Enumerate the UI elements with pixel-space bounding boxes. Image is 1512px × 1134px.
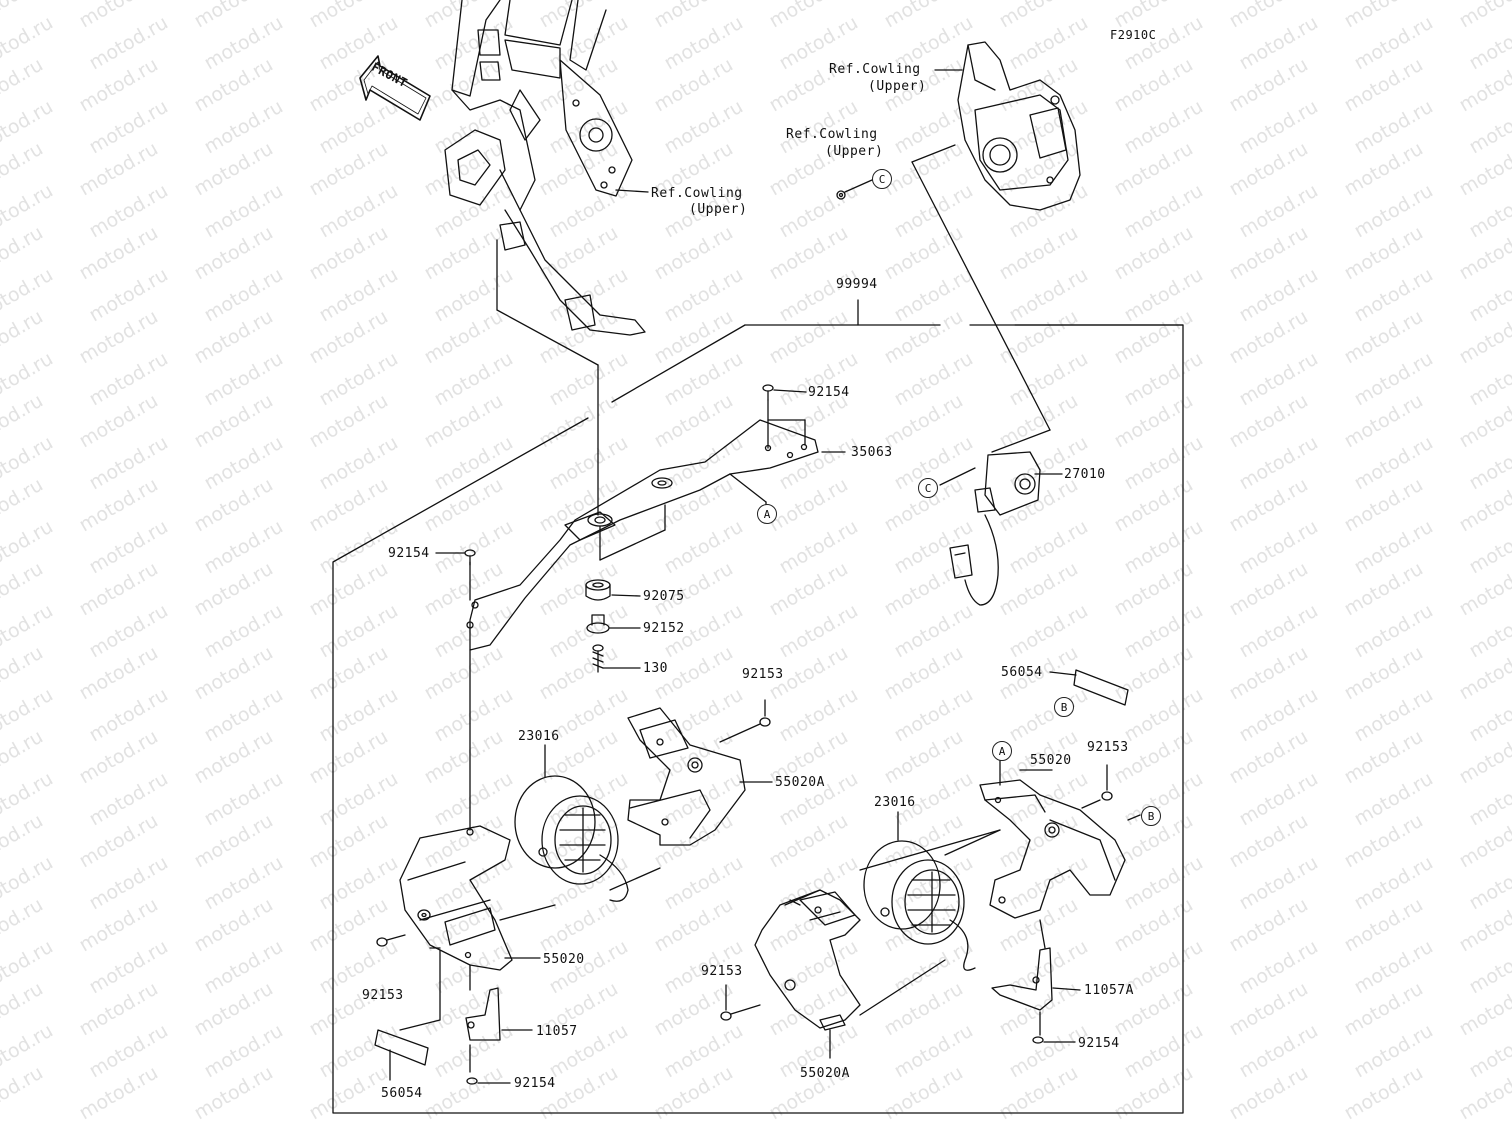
screw-92153-right: [1081, 764, 1113, 809]
left-housing-55020: [399, 825, 556, 991]
front-arrow: [359, 55, 431, 121]
bracket-stay: [466, 399, 846, 831]
part-99994: 99994: [836, 277, 878, 292]
part-92154-right: 92154: [1078, 1036, 1120, 1051]
part-55020A-left: 55020A: [775, 775, 825, 790]
part-92152: 92152: [643, 621, 685, 636]
stay-11057A: [991, 919, 1081, 1036]
part-23016-left: 23016: [518, 729, 560, 744]
screw-92153-lower: [720, 984, 761, 1021]
part-55020-right: 55020: [1030, 753, 1072, 768]
ref-cowling-1: Ref.Cowling: [651, 186, 743, 201]
right-bracket-55020: [979, 759, 1141, 919]
cowling-bolt: [836, 179, 873, 200]
part-56054-left: 56054: [381, 1086, 423, 1101]
screw-92154-right: [1032, 1036, 1076, 1044]
kit-frame: [332, 299, 1184, 1114]
upper-cowling: [911, 41, 1081, 453]
screw-92153-left: [376, 934, 406, 947]
part-27010: 27010: [1064, 467, 1106, 482]
part-35063: 35063: [851, 445, 893, 460]
screw-92154-bottom: [466, 1077, 511, 1085]
part-55020-left: 55020: [543, 952, 585, 967]
part-92153-right: 92153: [1087, 740, 1129, 755]
part-23016-right: 23016: [874, 795, 916, 810]
ref-cowling-2: Ref.Cowling: [829, 62, 921, 77]
part-92075: 92075: [643, 589, 685, 604]
stay-11057: [465, 987, 533, 1073]
part-11057: 11057: [536, 1024, 578, 1039]
callout-b-bracket: B: [1141, 806, 1161, 826]
screw-top: [762, 384, 807, 401]
screw-left: [435, 549, 476, 566]
right-lamp: [859, 811, 1001, 971]
callout-b-reflector: B: [1054, 697, 1074, 717]
switch-assembly: [939, 451, 1063, 606]
left-lamp: [514, 744, 661, 902]
left-bracket-55020A: [627, 707, 773, 846]
ref-cowling-3: Ref.Cowling: [786, 127, 878, 142]
callout-c-top: C: [872, 169, 892, 189]
callout-a-right: A: [992, 741, 1012, 761]
callout-c-switch: C: [918, 478, 938, 498]
ref-cowling-3-sub: (Upper): [825, 144, 884, 159]
part-92154-left: 92154: [388, 546, 430, 561]
figure-code: F2910C: [1110, 28, 1157, 42]
part-130: 130: [643, 661, 668, 676]
part-92154-bottom: 92154: [514, 1076, 556, 1091]
part-55020A-right: 55020A: [800, 1066, 850, 1081]
screw-92153-mid: [719, 699, 771, 743]
reflector-left: [374, 949, 441, 1081]
part-56054-right: 56054: [1001, 665, 1043, 680]
right-housing-55020A: [754, 889, 946, 1059]
part-92153-lower: 92153: [701, 964, 743, 979]
part-92153-mid: 92153: [742, 667, 784, 682]
part-11057A: 11057A: [1084, 983, 1134, 998]
part-92153-left: 92153: [362, 988, 404, 1003]
callout-a-bracket: A: [757, 504, 777, 524]
part-92154-top: 92154: [808, 385, 850, 400]
ref1-leader: [615, 189, 649, 193]
grommet-stack: [585, 579, 641, 673]
ref-cowling-2-sub: (Upper): [868, 79, 927, 94]
ref-cowling-1-sub: (Upper): [689, 202, 748, 217]
frame-structure: [444, 0, 646, 516]
